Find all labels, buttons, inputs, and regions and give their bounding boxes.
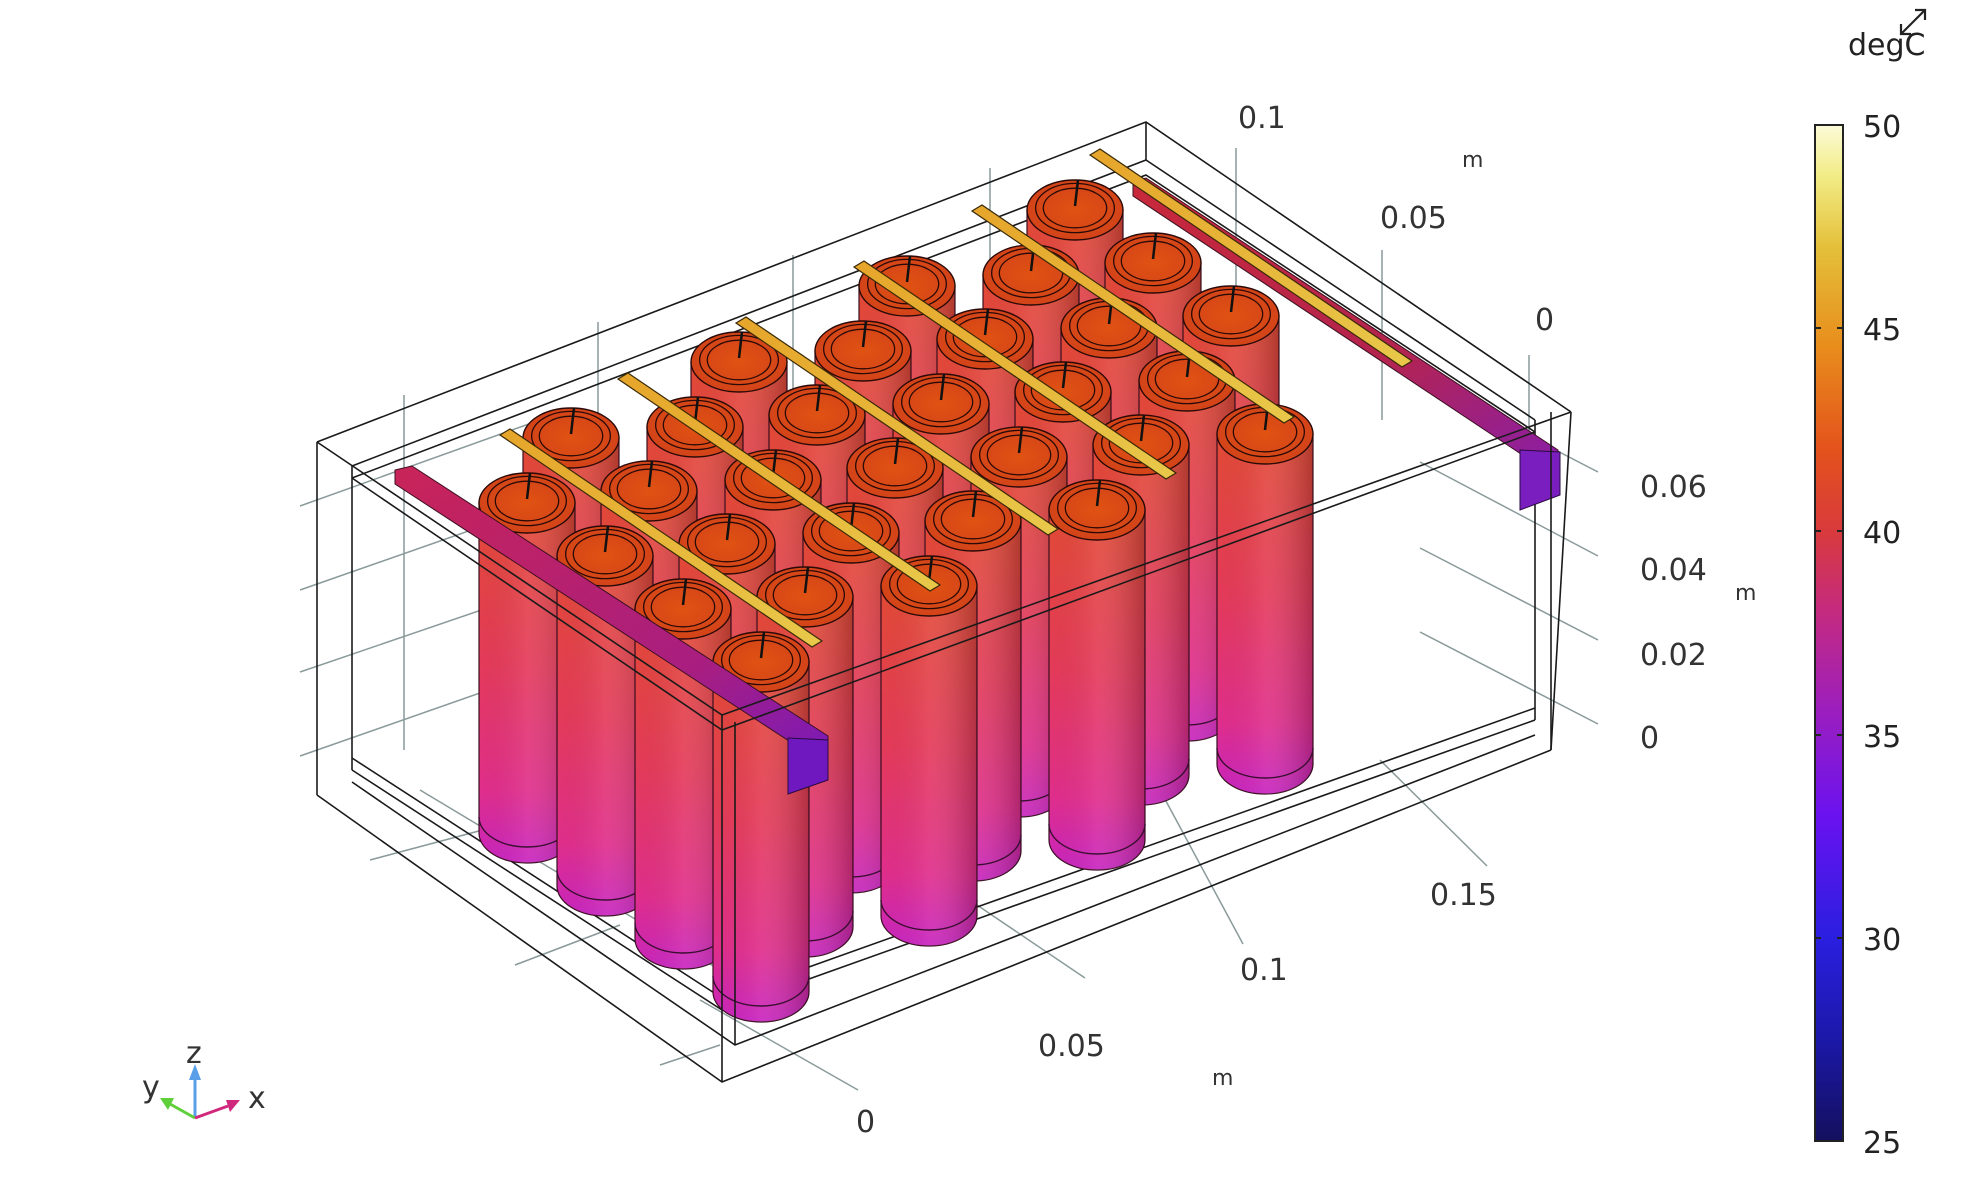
bus-bars (498, 148, 1414, 648)
x-arrow-icon (226, 1100, 240, 1112)
y-tick-label: 0 (1535, 303, 1554, 338)
colorbar-tick-label: 50 (1863, 110, 1901, 145)
x-tick-label: 0.1 (1240, 953, 1288, 988)
triad-z-label: z (186, 1036, 202, 1071)
x-axis-unit: m (1212, 1066, 1233, 1091)
z-axis-labels: 0.06 0.04 0.02 0 m (1640, 470, 1756, 756)
battery-cell (1216, 403, 1314, 795)
y-axis-unit: m (1462, 148, 1483, 173)
z-tick-label: 0.04 (1640, 553, 1707, 588)
expand-icon[interactable] (1895, 4, 1931, 40)
battery-cell (880, 555, 978, 947)
y-axis-labels: 0.1 0.05 0 m (1238, 101, 1554, 338)
z-tick-label: 0 (1640, 721, 1659, 756)
battery-cell (556, 525, 654, 917)
triad-x-label: x (248, 1081, 266, 1116)
colorbar-tick-label: 45 (1863, 313, 1901, 348)
y-tick-label: 0.05 (1380, 201, 1447, 236)
battery-cell (634, 578, 732, 970)
bus-bar (498, 428, 824, 648)
enclosure-wireframe-front (316, 411, 1572, 1083)
expand-arrows-icon (1899, 8, 1927, 36)
bus-bar (616, 372, 942, 592)
bus-bar (852, 260, 1178, 480)
z-axis-unit: m (1735, 581, 1756, 606)
axis-triad: z y x (142, 1036, 266, 1120)
bus-bar (734, 316, 1060, 536)
triad-y-label: y (142, 1070, 160, 1105)
y-arrow-icon (160, 1098, 174, 1110)
z-tick-label: 0.06 (1640, 470, 1707, 505)
battery-cells (478, 179, 1314, 1023)
battery-cell (478, 472, 576, 864)
bus-bar (970, 204, 1296, 424)
colorbar-tick-label: 25 (1863, 1126, 1901, 1161)
x-tick-label: 0.05 (1038, 1029, 1105, 1064)
colorbar-tick-label: 35 (1863, 720, 1901, 755)
bus-bar (1088, 148, 1414, 368)
x-tick-label: 0.15 (1430, 878, 1497, 913)
front-terminal-bar (394, 465, 829, 795)
colorbar: degC 50 45 40 35 30 25 (1814, 28, 1926, 1161)
z-tick-label: 0.02 (1640, 638, 1707, 673)
battery-cell (1048, 479, 1146, 871)
x-axis-labels: 0.15 0.1 0.05 0 m (856, 878, 1497, 1140)
y-tick-label: 0.1 (1238, 101, 1286, 136)
battery-cell (712, 631, 810, 1023)
colorbar-unit-label: degC (1848, 28, 1926, 63)
z-arrow-icon (189, 1064, 201, 1080)
colorbar-tick-label: 30 (1863, 923, 1901, 958)
x-tick-label: 0 (856, 1105, 875, 1140)
colorbar-tick-label: 40 (1863, 516, 1901, 551)
